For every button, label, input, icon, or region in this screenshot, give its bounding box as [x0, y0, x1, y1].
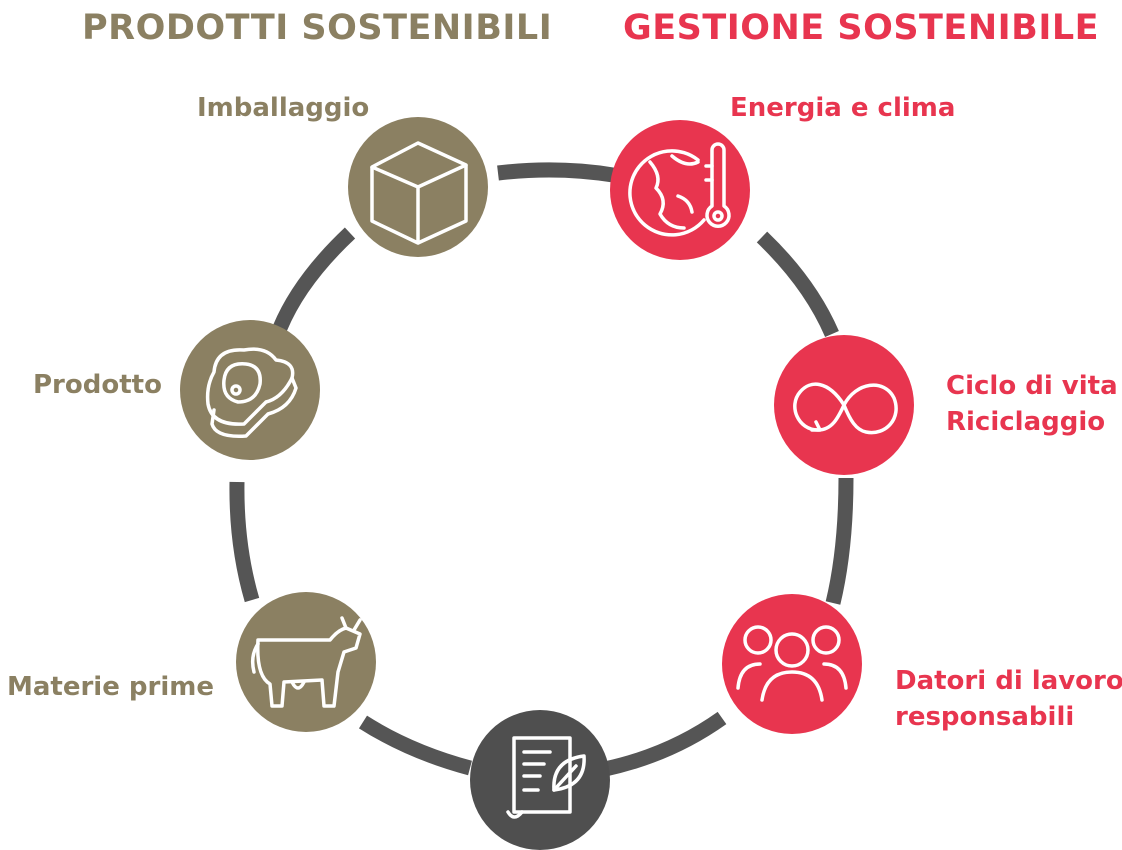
node-employer — [722, 594, 862, 734]
ring-segment — [273, 227, 356, 331]
ring-segment — [497, 162, 615, 183]
node-circle — [180, 320, 320, 460]
ring-segment — [603, 711, 727, 777]
node-lifecycle — [774, 335, 914, 475]
heading-sustainable-management: GESTIONE SOSTENIBILE — [623, 8, 1100, 48]
steak-icon — [205, 347, 298, 438]
node-raw-materials — [236, 592, 376, 732]
label-energy-climate: Energia e clima — [730, 93, 956, 123]
heading-sustainable-products: PRODOTTI SOSTENIBILI — [82, 8, 553, 48]
label-product: Prodotto — [33, 370, 162, 400]
node-energy-climate — [610, 120, 750, 260]
ring-segment — [229, 481, 260, 603]
ring-segment — [358, 715, 472, 776]
node-product — [180, 320, 320, 460]
ring-segment — [756, 231, 839, 338]
infinity-loop-icon — [793, 382, 898, 435]
label-lifecycle: Ciclo di vita Riciclaggio — [946, 371, 1118, 437]
globe-thermometer-icon — [628, 142, 731, 237]
label-employer: Datori di lavoro responsabili — [895, 666, 1122, 732]
node-documentation — [470, 710, 610, 850]
label-raw-materials: Materie prime — [7, 672, 214, 702]
people-group-icon — [736, 625, 848, 702]
cow-icon — [250, 616, 362, 708]
node-circle — [722, 594, 862, 734]
ring-segment — [825, 477, 854, 605]
box-icon — [370, 141, 468, 245]
ring — [229, 162, 854, 777]
node-circle — [470, 710, 610, 850]
label-packaging: Imballaggio — [197, 93, 370, 123]
node-packaging — [348, 117, 488, 257]
document-leaf-icon — [506, 736, 586, 819]
